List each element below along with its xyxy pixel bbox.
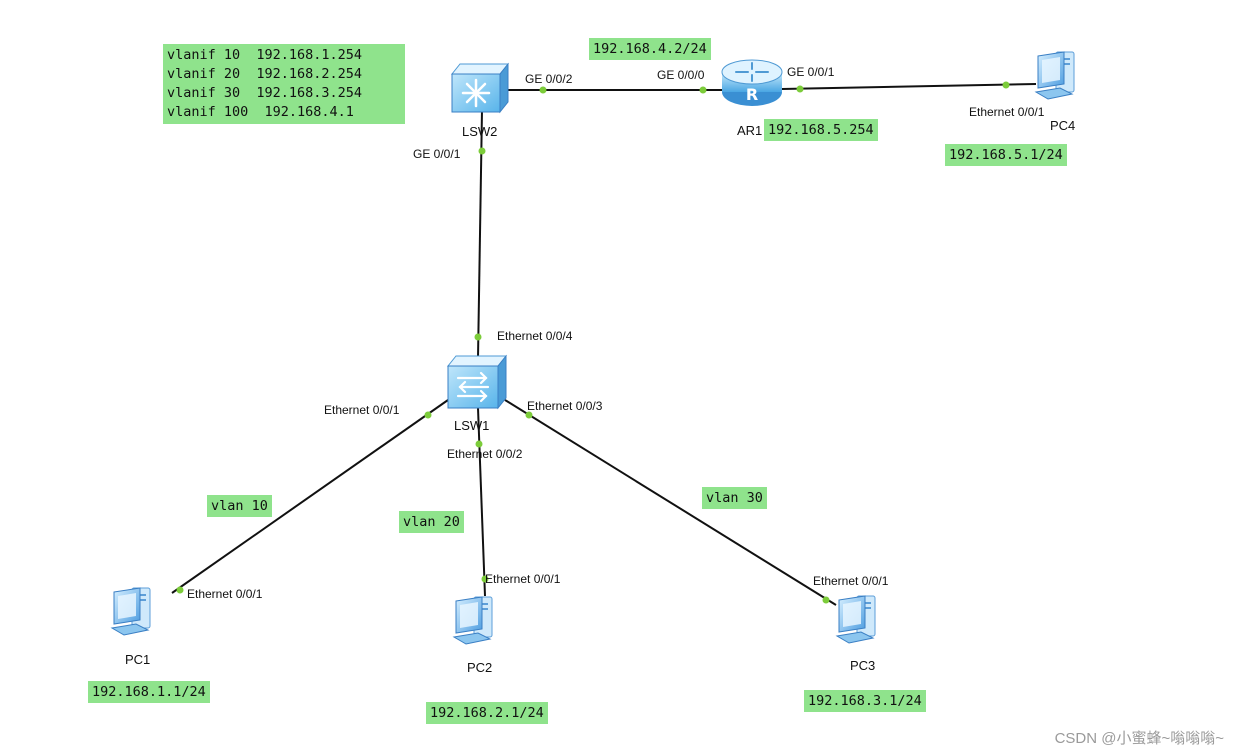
ip-note-ar1-lan: 192.168.4.2/24 [589, 38, 711, 60]
ip-note-ar1-gw: 192.168.5.254 [764, 119, 878, 141]
port-dots [176, 81, 1010, 604]
port-dot-lsw2-ge001[interactable] [478, 147, 486, 155]
vlanif-row: vlanif 20 192.168.2.254 [167, 66, 363, 82]
port-dot-pc1-eth[interactable] [176, 586, 184, 594]
vlanif-table: vlanif 10 192.168.1.254 vlanif 20 192.16… [163, 44, 405, 124]
port-dot-pc3-eth[interactable] [822, 596, 830, 604]
ip-note-pc2: 192.168.2.1/24 [426, 702, 548, 724]
link-lsw1-pc1 [171, 399, 449, 594]
vlan-note-pc2: vlan 20 [399, 511, 464, 533]
device-name-ar1: AR1 [737, 123, 763, 138]
ip-note-pc1: 192.168.1.1/24 [88, 681, 210, 703]
port-dot-lsw1-eth003[interactable] [525, 411, 533, 419]
device-name-pc2: PC2 [467, 660, 493, 675]
access-switch-icon[interactable] [446, 354, 508, 410]
ip-note-pc3: 192.168.3.1/24 [804, 690, 926, 712]
port-dot-pc4-eth[interactable] [1002, 81, 1010, 89]
svg-text:R: R [746, 85, 758, 104]
device-name-lsw1: LSW1 [454, 418, 490, 433]
port-dot-lsw1-eth001[interactable] [424, 411, 432, 419]
port-label-lsw1-eth002: Ethernet 0/0/2 [447, 447, 523, 461]
link-lsw1-pc3 [504, 399, 837, 606]
port-dot-ar1-ge000[interactable] [699, 86, 707, 94]
port-label-lsw1-eth003: Ethernet 0/0/3 [527, 399, 603, 413]
router-icon[interactable]: R [721, 59, 783, 106]
device-name-pc1: PC1 [125, 652, 151, 667]
port-label-pc4-eth: Ethernet 0/0/1 [969, 105, 1045, 119]
pc3-icon[interactable] [836, 595, 876, 644]
port-dot-lsw1-eth002[interactable] [475, 440, 483, 448]
port-label-lsw1-eth004: Ethernet 0/0/4 [497, 329, 573, 343]
port-label-pc3-eth: Ethernet 0/0/1 [813, 574, 889, 588]
port-dot-lsw2-ge002[interactable] [539, 86, 547, 94]
core-switch-icon[interactable] [450, 62, 510, 114]
device-name-pc4: PC4 [1050, 118, 1076, 133]
vlan-note-pc1: vlan 10 [207, 495, 272, 517]
port-label-ar1-ge001: GE 0/0/1 [787, 65, 835, 79]
link-lsw2-lsw1 [477, 109, 483, 359]
device-name-pc3: PC3 [850, 658, 876, 673]
port-label-pc1-eth: Ethernet 0/0/1 [187, 587, 263, 601]
port-label-lsw1-eth001: Ethernet 0/0/1 [324, 403, 400, 417]
vlanif-row: vlanif 100 192.168.4.1 [167, 104, 354, 120]
port-label-lsw2-ge001: GE 0/0/1 [413, 147, 461, 161]
pc2-icon[interactable] [453, 596, 493, 645]
pc4-icon[interactable] [1035, 51, 1075, 100]
pc1-icon[interactable] [111, 587, 151, 636]
port-label-lsw2-ge002: GE 0/0/2 [525, 72, 573, 86]
device-name-lsw2: LSW2 [462, 124, 498, 139]
link-ar1-pc4 [781, 83, 1037, 90]
port-dot-pc2-eth[interactable] [481, 575, 489, 583]
links [171, 83, 1037, 606]
port-label-pc2-eth: Ethernet 0/0/1 [485, 572, 561, 586]
port-dot-lsw1-eth004[interactable] [474, 333, 482, 341]
vlan-note-pc3: vlan 30 [702, 487, 767, 509]
vlanif-row: vlanif 30 192.168.3.254 [167, 85, 363, 101]
ip-note-pc4: 192.168.5.1/24 [945, 144, 1067, 166]
link-lsw1-pc2 [477, 407, 486, 597]
vlanif-row: vlanif 10 192.168.1.254 [167, 47, 363, 63]
watermark: CSDN @小蜜蜂~嗡嗡嗡~ [1054, 730, 1224, 747]
port-label-ar1-ge000: GE 0/0/0 [657, 68, 705, 82]
port-dot-ar1-ge001[interactable] [796, 85, 804, 93]
